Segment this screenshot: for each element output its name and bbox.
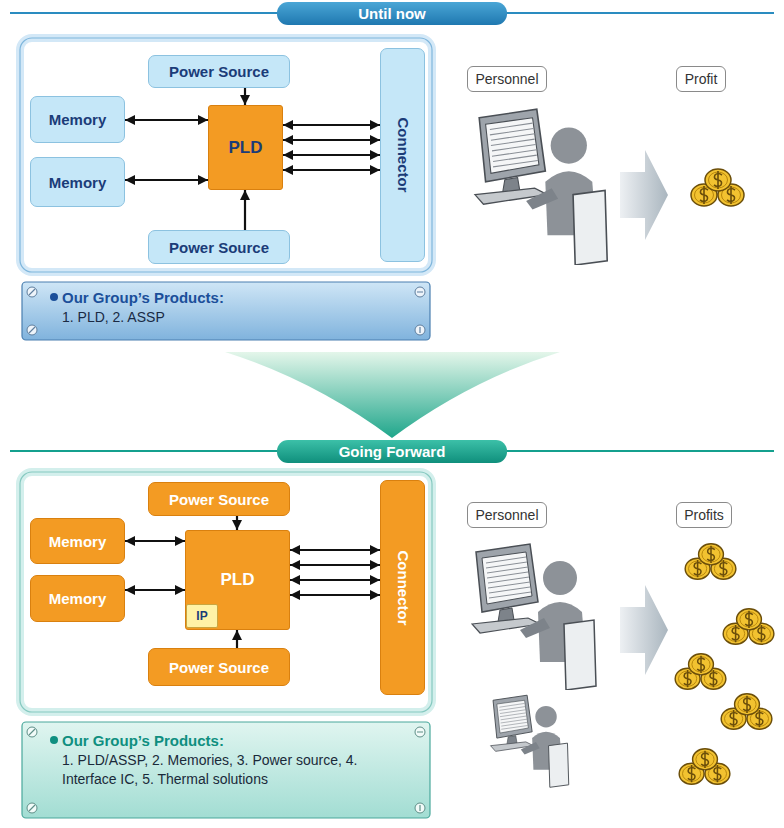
signal-arrow	[283, 124, 380, 126]
connector-box: Connector	[380, 48, 425, 262]
person-at-computer	[491, 695, 569, 787]
heading-tag: Profits	[676, 502, 732, 528]
memory-box: Memory	[30, 518, 125, 564]
signal-arrow	[236, 516, 238, 530]
memory-box: Memory	[30, 96, 125, 143]
node-label: Power Source	[169, 63, 269, 80]
signal-arrow	[290, 564, 380, 566]
screw-slots	[29, 729, 423, 811]
node-label: Power Source	[169, 491, 269, 508]
power-box: Power Source	[148, 55, 290, 88]
product-list: 1. PLD, 2. ASSP	[62, 308, 420, 327]
signal-arrow	[125, 179, 208, 181]
board-panel	[20, 38, 432, 272]
coin-stack	[721, 694, 772, 729]
signal-arrow	[290, 579, 380, 581]
section-band: Going Forward	[277, 440, 507, 463]
result-arrow	[620, 585, 668, 675]
node-label: Memory	[49, 590, 107, 607]
coin-stack	[723, 609, 774, 644]
node-label: Memory	[49, 533, 107, 550]
node-label: Profits	[684, 507, 724, 523]
product-plate: Our Group’s Products:1. PLD/ASSP, 2. Mem…	[22, 722, 430, 818]
product-list: 1. PLD/ASSP, 2. Memories, 3. Power sourc…	[62, 751, 392, 789]
node-label: Memory	[49, 174, 107, 191]
node-label: Power Source	[169, 239, 269, 256]
node-label: Profit	[685, 71, 718, 87]
screw-slots	[29, 289, 423, 333]
power-box: Power Source	[148, 648, 290, 686]
node-label: Personnel	[475, 507, 538, 523]
signal-arrow	[125, 119, 208, 121]
power-box: Power Source	[148, 482, 290, 516]
signal-arrow	[283, 139, 380, 141]
board-panel-border	[20, 472, 432, 712]
node-label: Going Forward	[339, 443, 446, 460]
product-plate	[22, 282, 430, 340]
pld-box: PLD	[208, 105, 283, 190]
heading-tag: Profit	[676, 66, 726, 92]
screws	[27, 287, 425, 335]
bullet-dot	[50, 736, 58, 744]
coin-stack	[685, 544, 736, 579]
node-label: PLD	[229, 138, 263, 158]
product-plate	[22, 722, 430, 818]
node-label: Power Source	[169, 659, 269, 676]
screws	[27, 727, 425, 813]
ip-block: IP	[186, 604, 218, 628]
plate-heading: Our Group’s Products:	[62, 288, 420, 307]
board-panel-border	[20, 38, 432, 272]
coin-stack	[679, 749, 730, 784]
power-box: Power Source	[148, 230, 290, 264]
section-band: Until now	[277, 2, 507, 25]
transition-arrow	[225, 352, 560, 438]
signal-arrow	[125, 540, 185, 542]
memory-box: Memory	[30, 575, 125, 622]
signal-arrow	[236, 630, 238, 648]
node-label: Until now	[358, 5, 426, 22]
signal-arrow	[244, 88, 246, 105]
coin-stack	[691, 169, 744, 206]
connector-box: Connector	[380, 480, 425, 695]
bullet-dot	[50, 293, 58, 301]
memory-box: Memory	[30, 157, 125, 207]
signal-arrow	[290, 594, 380, 596]
signal-arrow	[283, 169, 380, 171]
node-label: Connector	[394, 118, 411, 193]
node-label: PLD	[221, 570, 255, 590]
node-label: Connector	[394, 550, 411, 625]
signal-arrow	[290, 549, 380, 551]
heading-tag: Personnel	[467, 66, 547, 92]
pld-box: PLD IP	[185, 530, 290, 630]
person-at-computer	[472, 544, 596, 690]
signal-arrow	[244, 190, 246, 230]
signal-arrow	[283, 154, 380, 156]
result-arrow	[620, 150, 668, 240]
node-label: IP	[196, 609, 207, 623]
person-at-computer	[475, 109, 607, 265]
signal-arrow	[125, 589, 185, 591]
node-label: Memory	[49, 111, 107, 128]
heading-tag: Personnel	[467, 502, 547, 528]
coin-stack	[675, 654, 726, 689]
node-label: Personnel	[475, 71, 538, 87]
board-panel	[20, 472, 432, 712]
product-plate: Our Group’s Products:1. PLD, 2. ASSP	[22, 282, 430, 340]
plate-heading: Our Group’s Products:	[62, 731, 420, 750]
